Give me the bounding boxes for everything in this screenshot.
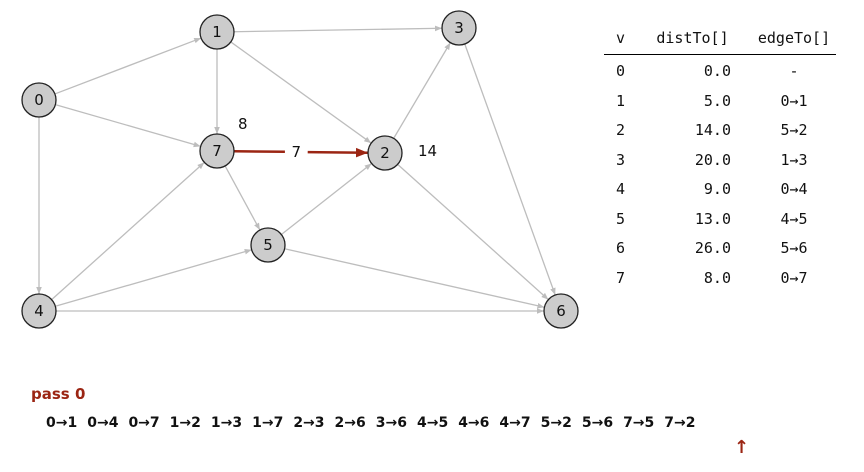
node-7: 7 [199,133,235,169]
row-edge: - [789,62,799,80]
row-edge: 5→2 [780,121,808,139]
node-label: 5 [263,236,273,254]
edge-sequence-item: 1→7 [252,415,284,431]
row-edge: 0→4 [780,180,808,198]
node-circle [441,10,477,46]
node-1: 1 [199,14,235,50]
row-edge: 0→7 [780,268,808,287]
edge-5-6 [284,248,545,309]
row-dist: 0.0 [703,62,731,80]
edge-sequence-item: 2→6 [334,415,366,431]
table-row: 0 0.0 - [604,55,836,85]
edge-5-2 [280,162,373,236]
node-circle [199,133,235,169]
node-circle [250,227,286,263]
edge-sequence-item: 0→4 [87,415,119,431]
row-dist: 26.0 [694,239,731,257]
node-4: 4 [21,293,57,329]
current-edge-pointer-icon: ↑ [734,437,750,458]
node-2: 2 [367,135,403,171]
dist-table: v distTo[] edgeTo[] 0 0.0 - 1 5.0 0→1 2 … [604,22,836,291]
edge-sequence-item: 0→7 [128,415,160,431]
node-circle [21,82,57,118]
node-circle [543,293,579,329]
edge-7-2-highlight [233,149,285,154]
node-circle [199,14,235,50]
node-label: 4 [34,302,44,320]
edge-sequence-item: 1→3 [210,415,243,431]
edge-sequence-item: 0→1 [46,415,78,431]
edge-sequence-item: 5→6 [581,415,614,431]
row-dist: 8.0 [703,268,731,287]
node-label: 2 [380,144,390,162]
table-row: 7 8.0 0→7 [604,262,836,292]
table-row: 4 9.0 0→4 [604,173,836,203]
row-edge: 4→5 [780,209,808,228]
edge-sequence-item: 5→2 [540,415,572,431]
row-v: 2 [616,121,626,139]
node-label: 6 [556,302,566,320]
edge-2-3 [393,42,451,139]
pass-label: pass 0 [31,385,86,403]
edge-sequence: 0→1 0→4 0→7 1→2 1→3 1→7 2→3 2→6 3→6 4→5 4→6 4→7 5→2 5… [46,415,706,431]
edge-2-6 [397,163,549,301]
row-v: 3 [616,150,626,169]
edge-sequence-item: 4→6 [458,415,490,431]
row-dist: 5.0 [703,91,731,110]
row-dist: 9.0 [703,180,731,198]
header-dist: distTo[] [656,29,729,47]
row-v: 5 [616,209,626,228]
row-v: 0 [616,62,626,80]
edge-4-7 [51,161,205,301]
row-v: 7 [616,268,626,287]
edge-1-3 [233,25,443,33]
edge-3-6 [464,43,556,296]
node-label: 7 [212,142,222,160]
edge-sequence-item: 4→7 [499,415,531,431]
edge-0-7 [55,104,201,148]
node-label: 3 [454,19,464,37]
node-label: 1 [212,23,222,41]
dist-annotation-node-7: 8 [238,115,248,133]
row-edge: 5→6 [780,239,808,257]
node-0: 0 [21,82,57,118]
row-edge: 0→1 [780,91,808,110]
row-v: 1 [616,91,626,110]
table-row: 5 13.0 4→5 [604,203,836,233]
edge-sequence-item: 2→3 [293,415,325,431]
node-5: 5 [250,227,286,263]
edge-7-5 [224,165,261,231]
row-v: 4 [616,180,626,198]
edge-1-2 [230,41,372,144]
row-edge: 1→3 [780,150,808,169]
row-dist: 14.0 [694,121,731,139]
edge-0-1 [54,37,202,95]
edge-sequence-item: 3→6 [375,415,407,431]
table-header-row: v distTo[] edgeTo[] [604,22,836,55]
table-row: 6 26.0 5→6 [604,232,836,262]
node-circle [21,293,57,329]
node-label: 0 [34,91,44,109]
edge-weight-label: 7 [292,143,302,161]
edge-7-2-highlight [307,147,369,158]
table-row: 3 20.0 1→3 [604,144,836,174]
edge-sequence-item: 7→5 [623,415,655,431]
table-row: 2 14.0 5→2 [604,114,836,144]
edge-sequence-item: 7→2 [664,415,696,431]
table-row: 1 5.0 0→1 [604,85,836,115]
row-dist: 13.0 [694,209,731,228]
row-v: 6 [616,239,626,257]
row-dist: 20.0 [694,150,731,169]
header-edge: edgeTo[] [757,29,831,47]
header-v: v [616,29,626,47]
edge-sequence-item: 1→2 [169,415,201,431]
node-3: 3 [441,10,477,46]
edge-sequence-item: 4→5 [416,415,449,431]
edge-4-5 [55,248,252,307]
dist-annotation-node-2: 14 [418,142,437,160]
node-circle [367,135,403,171]
node-6: 6 [543,293,579,329]
